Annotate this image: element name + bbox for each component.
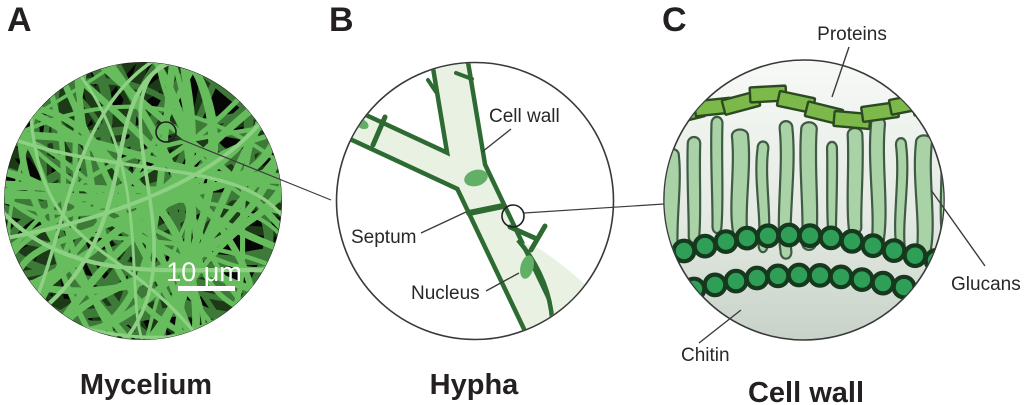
- wall-stub: [507, 224, 540, 242]
- chitin-bead: [891, 274, 917, 300]
- protein-tile: [913, 99, 944, 121]
- glucan-strand: [868, 116, 887, 247]
- chitin-bead: [881, 238, 907, 264]
- glucan-strand: [686, 135, 702, 245]
- chitin-bead: [870, 270, 896, 296]
- chitin-bead: [723, 268, 749, 294]
- connector-a-to-b: [174, 136, 332, 201]
- wall-stub: [528, 223, 548, 253]
- zoom-region-circle-b: [501, 204, 525, 228]
- chitin-bead: [702, 272, 728, 298]
- wall-tick: [426, 78, 438, 94]
- hypha-illustration: [337, 63, 606, 339]
- glucans-pointer-line: [930, 189, 986, 267]
- panel-b-hypha: Cell wall Septum Nucleus: [335, 61, 615, 341]
- zoom-region-circle-a: [155, 121, 177, 143]
- glucan-strand: [710, 115, 724, 235]
- chitin-bead: [828, 264, 854, 290]
- glucan-strand: [846, 126, 864, 235]
- mycelium-strand: [4, 202, 275, 273]
- mycelium-strand: [28, 105, 201, 339]
- chitin-bead: [786, 262, 812, 288]
- proteins-pointer-line: [831, 46, 850, 98]
- nucleus-pointer-line: [485, 272, 520, 292]
- chitin-bead: [807, 263, 833, 288]
- wall-tick: [454, 71, 474, 81]
- panel-a-mycelium: 10 μm: [4, 62, 282, 340]
- chitin-bead: [692, 233, 718, 259]
- chitin-bead: [765, 263, 791, 289]
- septum-pointer-line: [420, 211, 467, 234]
- mycelium-strand: [74, 68, 148, 340]
- panel-letter-b: B: [329, 1, 354, 39]
- chitin-bead: [923, 247, 944, 273]
- mycelium-strand: [4, 116, 267, 242]
- chitin-bead: [902, 243, 928, 269]
- scale-bar: [178, 286, 235, 291]
- nucleus-label: Nucleus: [411, 283, 480, 304]
- caption-hypha: Hypha: [430, 369, 520, 401]
- chitin-bead: [776, 222, 802, 248]
- mycelium-strand: [12, 127, 207, 337]
- mycelium-strand: [5, 91, 247, 263]
- proteins-label: Proteins: [817, 24, 887, 45]
- glucan-strand: [913, 134, 934, 257]
- septum-line: [370, 114, 388, 148]
- chitin-bead: [713, 229, 739, 255]
- caption-mycelium: Mycelium: [80, 369, 212, 401]
- chitin-bead: [912, 278, 938, 304]
- panel-c-cell-wall: Proteins Glucans Chitin: [663, 24, 1021, 366]
- scale-bar-label: 10 μm: [166, 257, 242, 287]
- glucans-label: Glucans: [951, 274, 1021, 295]
- mycelium-strand: [68, 69, 255, 305]
- cell-wall-pointer-line: [481, 128, 512, 153]
- chitin-bead: [849, 267, 875, 293]
- glucan-strand: [939, 127, 944, 244]
- glucan-strand: [730, 128, 751, 240]
- chitin-bead: [797, 223, 823, 249]
- glucan-strand: [664, 147, 681, 258]
- chitin-bead: [755, 223, 781, 249]
- glucan-strand: [825, 140, 839, 238]
- chitin-bead: [839, 228, 865, 254]
- mycelium-strand: [188, 62, 282, 259]
- chitin-pointer-line: [698, 309, 742, 344]
- chitin-bead: [860, 233, 886, 259]
- mycelium-strand: [33, 62, 165, 303]
- panel-letter-c: C: [662, 1, 687, 39]
- connector-b-to-c: [523, 203, 665, 214]
- nucleus-shape: [520, 255, 534, 279]
- mycelium-strand: [169, 62, 245, 312]
- mycelium-network: [4, 62, 282, 340]
- mycelium-strand: [73, 67, 198, 340]
- mycelium-strand: [8, 136, 282, 227]
- caption-cell-wall: Cell wall: [748, 377, 864, 405]
- chitin-label: Chitin: [681, 345, 730, 366]
- cell-wall-label: Cell wall: [489, 106, 560, 127]
- panel-letter-a: A: [7, 1, 32, 39]
- chitin-bead: [818, 225, 844, 251]
- septum-line: [466, 203, 506, 216]
- chitin-bead: [734, 225, 760, 251]
- chitin-bead: [744, 265, 770, 291]
- nucleus-shape: [464, 169, 488, 187]
- septum-label: Septum: [351, 227, 416, 248]
- mycelium-strand: [13, 114, 268, 281]
